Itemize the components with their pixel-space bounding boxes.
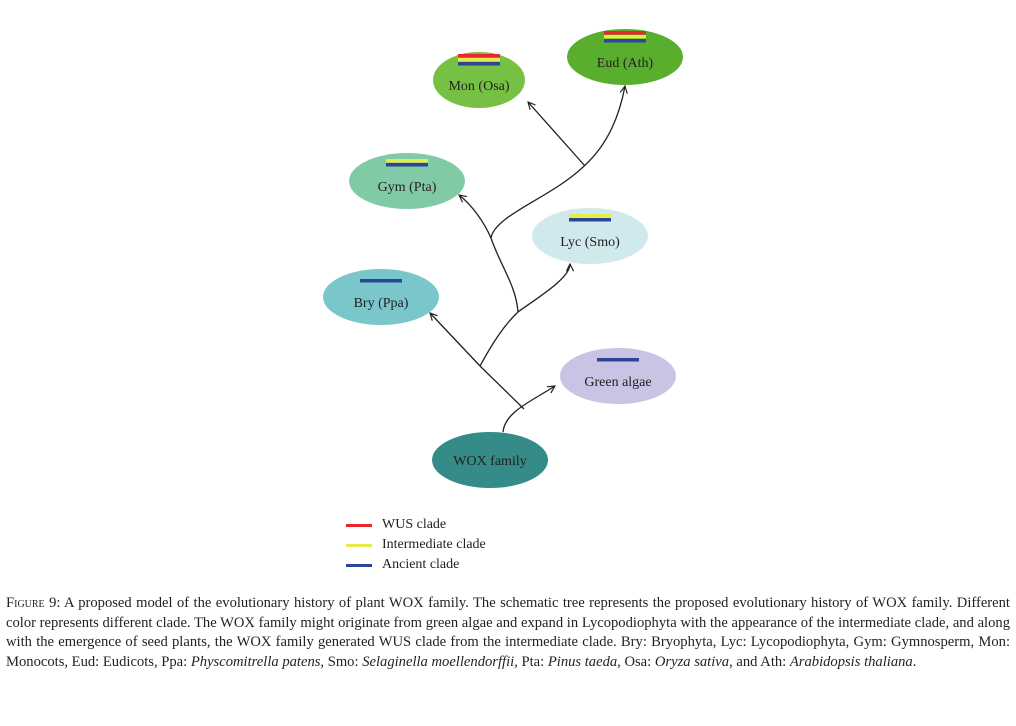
legend-label: Ancient clade — [382, 557, 460, 572]
ancient-clade-bar — [458, 62, 500, 66]
gym-label: Gym (Pta) — [378, 180, 437, 195]
species-name: Selaginella moellendorffii — [362, 653, 515, 670]
branch-to-seed-plants — [490, 237, 519, 313]
species-name: Physcomitrella patens — [190, 653, 321, 670]
node-lyc: Lyc (Smo) — [532, 208, 648, 264]
ancient-clade-bar — [360, 279, 402, 283]
node-gym: Gym (Pta) — [349, 153, 465, 209]
legend-label: WUS clade — [382, 517, 447, 532]
caption-text: . — [912, 653, 917, 670]
node-bry: Bry (Ppa) — [323, 269, 439, 325]
mon-ellipse — [433, 52, 525, 108]
caption-text: , Smo: — [320, 653, 363, 670]
legend-label: Intermediate clade — [382, 537, 486, 552]
species-name: Pinus taeda — [547, 653, 618, 670]
intermediate-clade-bar — [569, 214, 611, 218]
branch-to-gym — [459, 195, 492, 239]
wox-ellipse — [432, 432, 548, 488]
wus-swatch — [346, 523, 372, 527]
branch-to-lyc — [517, 264, 570, 313]
branch-to-bry — [430, 313, 481, 367]
branch-to-angiosperms — [490, 86, 625, 239]
branch-wox-trunk — [479, 365, 525, 410]
algae-label: Green algae — [584, 375, 651, 390]
algae-ellipse — [560, 348, 676, 404]
figure-caption: Figure 9: A proposed model of the evolut… — [6, 594, 1010, 672]
lyc-ellipse — [532, 208, 648, 264]
node-eud: Eud (Ath) — [567, 29, 683, 85]
branch-to-land-plants — [479, 311, 519, 367]
caption-text: : A proposed model of the evolutionary h… — [6, 595, 1010, 670]
branch-to-mon — [528, 102, 586, 167]
intermediate-clade-bar — [458, 58, 500, 62]
legend: WUS clade Intermediate clade Ancient cla… — [346, 515, 486, 575]
wox-label: WOX family — [453, 454, 526, 469]
branch-wox-to-algae — [502, 386, 555, 433]
gym-ellipse — [349, 153, 465, 209]
bry-label: Bry (Ppa) — [354, 296, 409, 311]
node-mon: Mon (Osa) — [433, 52, 525, 108]
wus-clade-bar — [604, 31, 646, 35]
intermediate-clade-bar — [604, 35, 646, 39]
caption-text: , Osa: — [617, 653, 655, 670]
wus-clade-bar — [458, 54, 500, 58]
intermediate-swatch — [346, 543, 372, 547]
ancient-clade-bar — [604, 39, 646, 43]
eud-ellipse — [567, 29, 683, 85]
node-algae: Green algae — [560, 348, 676, 404]
mon-label: Mon (Osa) — [448, 79, 509, 94]
node-wox: WOX family — [432, 432, 548, 488]
ancient-clade-bar — [569, 218, 611, 222]
intermediate-clade-bar — [386, 159, 428, 163]
ancient-clade-bar — [386, 163, 428, 167]
legend-item-ancient: Ancient clade — [346, 555, 486, 575]
species-name: Arabidopsis thaliana — [789, 653, 913, 670]
figure-label: Figure 9 — [6, 595, 57, 611]
legend-item-wus: WUS clade — [346, 515, 486, 535]
species-name: Oryza sativa — [654, 653, 730, 670]
ancient-swatch — [346, 563, 372, 567]
eud-label: Eud (Ath) — [597, 56, 654, 71]
evolution-tree: Mon (Osa) Eud (Ath) Gym (Pta) Lyc (Smo) Bry … — [323, 29, 683, 488]
caption-text: , and Ath: — [729, 653, 790, 670]
legend-item-intermediate: Intermediate clade — [346, 535, 486, 555]
caption-text: , Pta: — [514, 653, 548, 670]
ancient-clade-bar — [597, 358, 639, 362]
bry-ellipse — [323, 269, 439, 325]
lyc-label: Lyc (Smo) — [560, 235, 620, 250]
